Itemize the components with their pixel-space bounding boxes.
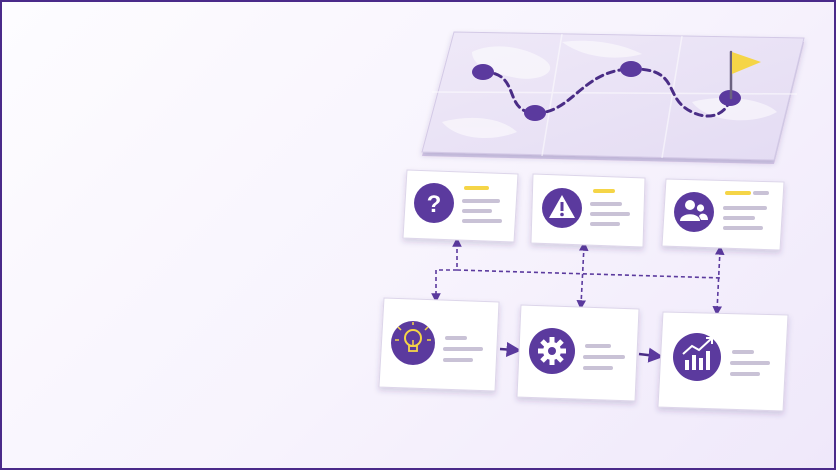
milestone-1 bbox=[472, 64, 494, 80]
flow-arrows bbox=[499, 341, 664, 363]
arrow-process-to-growth bbox=[638, 347, 664, 363]
connector-warning bbox=[576, 241, 589, 310]
team-icon bbox=[674, 192, 714, 232]
connector-question-left bbox=[431, 237, 462, 303]
card-idea bbox=[378, 297, 500, 392]
milestone-2 bbox=[524, 105, 546, 121]
roadmap-panel bbox=[421, 31, 805, 164]
card-growth bbox=[657, 311, 789, 412]
svg-text:?: ? bbox=[427, 191, 442, 218]
card-warning bbox=[530, 173, 646, 248]
growth-chart-icon bbox=[673, 333, 721, 381]
question-icon bbox=[414, 183, 454, 223]
arrow-idea-to-process bbox=[499, 341, 522, 357]
milestone-3 bbox=[620, 61, 642, 77]
connector-top-horizontal bbox=[456, 269, 723, 279]
card-team bbox=[661, 178, 785, 251]
card-process bbox=[516, 304, 640, 402]
flag-icon bbox=[729, 50, 761, 100]
connector-team bbox=[712, 245, 725, 316]
connectors bbox=[431, 237, 725, 316]
roadmap-path bbox=[481, 67, 732, 118]
card-question: ? bbox=[402, 169, 519, 243]
